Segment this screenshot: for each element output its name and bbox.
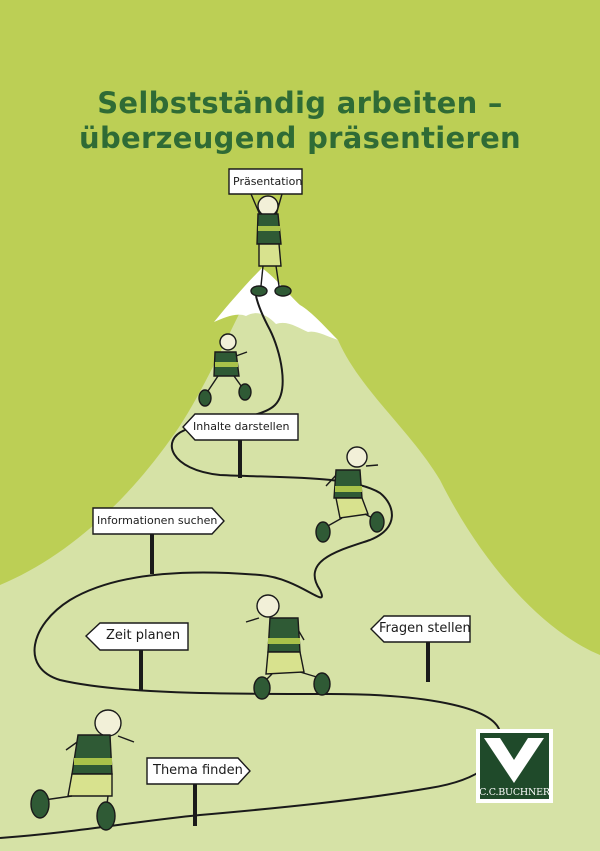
sign-label-fragen-stellen: Fragen stellen	[379, 621, 471, 636]
post-fragen	[426, 640, 430, 682]
hiker-4	[245, 594, 331, 700]
post-informationen	[150, 532, 154, 574]
publisher-name: C.C.BUCHNER	[479, 787, 550, 798]
sign-thema-finden	[146, 757, 251, 785]
logo-triangle-icon	[484, 738, 544, 783]
sign-zeit-planen	[84, 622, 189, 651]
cover-title-line-1: Selbstständig arbeiten –	[97, 86, 503, 120]
publisher-logo	[476, 729, 553, 803]
post-zeit	[139, 648, 143, 690]
post-inhalte	[238, 433, 242, 478]
cover-title-line-2: überzeugend präsentieren	[79, 121, 521, 155]
sign-informationen-suchen	[92, 507, 225, 535]
sign-label-inhalte-darstellen: Inhalte darstellen	[193, 420, 290, 433]
sign-label-thema-finden: Thema finden	[153, 763, 243, 778]
hiker-3	[315, 446, 385, 543]
sign-label-zeit-planen: Zeit planen	[106, 628, 181, 643]
hiker-2	[198, 333, 252, 407]
post-thema	[193, 782, 197, 826]
snow-cap	[214, 268, 338, 340]
hiker-summit	[250, 193, 292, 297]
sign-label-praesentation: Präsentation	[233, 175, 303, 188]
winding-trail	[0, 295, 502, 839]
sign-praesentation	[228, 168, 303, 195]
sign-inhalte-darstellen	[182, 413, 299, 441]
mountain	[0, 268, 600, 851]
sign-fragen-stellen	[370, 615, 471, 643]
hiker-5	[30, 709, 135, 831]
sign-label-informationen-suchen: Informationen suchen	[97, 514, 218, 527]
